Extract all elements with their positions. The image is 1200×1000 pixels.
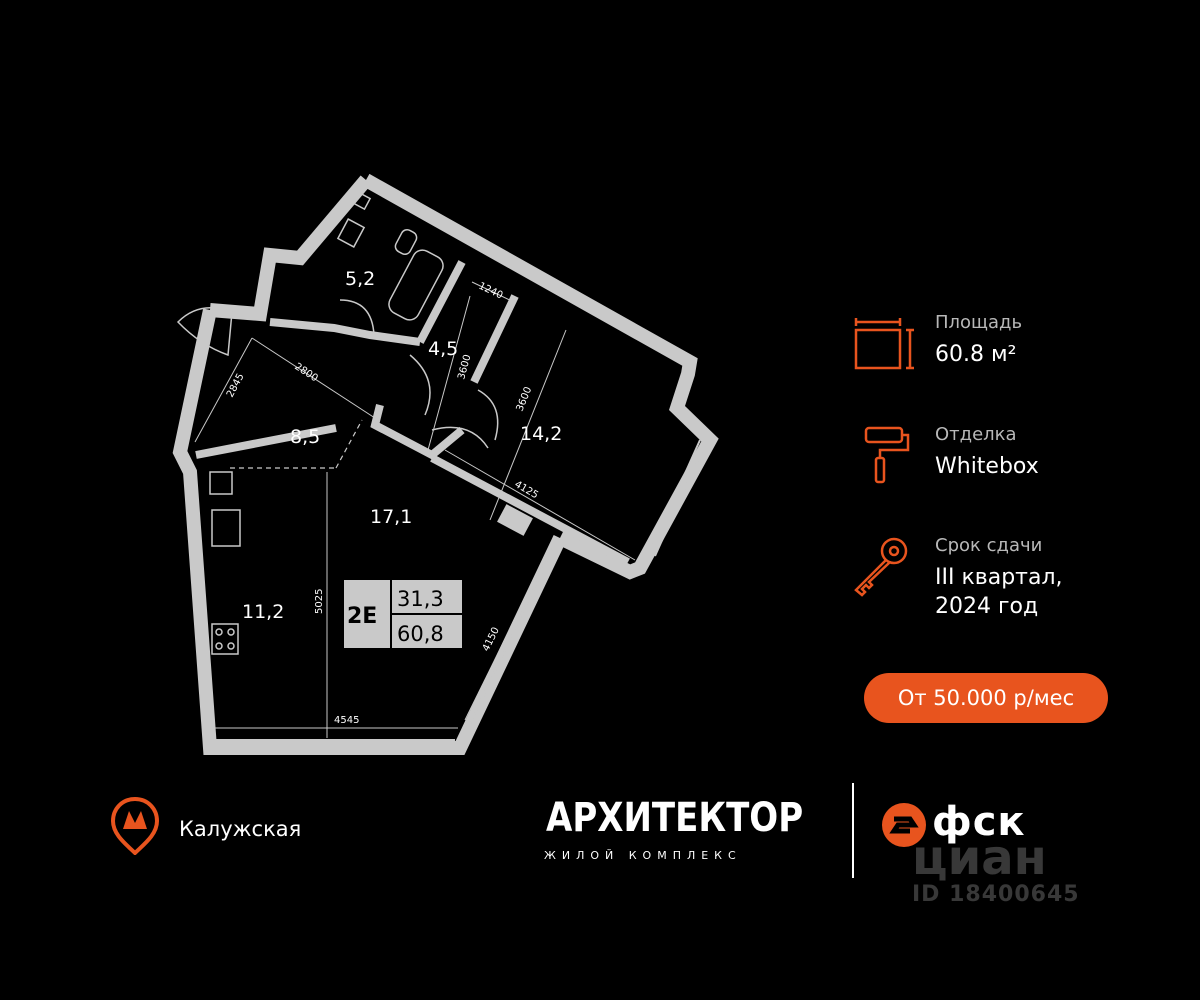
- dim-label: 2845: [225, 372, 247, 400]
- developer-logo: фск: [880, 795, 1070, 855]
- complex-subtitle: ЖИЛОЙ КОМПЛЕКС: [544, 849, 742, 862]
- dim-label: 4150: [481, 626, 502, 654]
- dim-label: 3600: [456, 353, 473, 380]
- finish-value: Whitebox: [935, 454, 1039, 479]
- zone-dividers: [230, 419, 363, 469]
- deadline-value: III квартал, 2024 год: [935, 563, 1063, 621]
- developer-logo-icon: [882, 803, 926, 847]
- finish-info: Отделка Whitebox: [850, 424, 1180, 488]
- area-frame-icon: [854, 318, 914, 370]
- dim-label: 4125: [513, 479, 541, 501]
- room-bath2-area: 4,5: [428, 338, 458, 360]
- dim-label: 3600: [515, 385, 535, 413]
- deadline-info: Срок сдачи III квартал, 2024 год: [850, 535, 1180, 635]
- deadline-label: Срок сдачи: [935, 535, 1043, 556]
- price-button[interactable]: От 50.000 р/мес: [864, 673, 1108, 723]
- room-bedroom-area: 14,2: [520, 423, 562, 445]
- paint-roller-icon: [864, 426, 910, 484]
- dim-label: 2800: [292, 361, 319, 384]
- windows: [215, 439, 706, 745]
- metro-station-name: Калужская: [179, 817, 302, 841]
- developer-name: фск: [932, 799, 1026, 845]
- room-hall-area: 8,5: [290, 426, 320, 448]
- dim-label: 4545: [334, 715, 359, 726]
- watermark-site: циан: [912, 830, 1047, 886]
- deadline-year: 2024 год: [935, 594, 1039, 619]
- fixtures: [209, 191, 444, 655]
- room-living-area: 17,1: [370, 506, 412, 528]
- room-kitchen-area: 11,2: [242, 601, 284, 623]
- finish-label: Отделка: [935, 424, 1017, 445]
- dimension-lines: [194, 281, 636, 738]
- balcony-door: [340, 740, 376, 752]
- dim-label: 5025: [314, 589, 325, 614]
- area-label: Площадь: [935, 312, 1023, 333]
- metro-icon: [110, 796, 160, 855]
- walls: [172, 173, 719, 755]
- complex-logo: АРХИТЕКТОР ЖИЛОЙ КОМПЛЕКС: [540, 795, 830, 875]
- total-area-value: 60,8: [397, 622, 444, 646]
- room-bath-area: 5,2: [345, 268, 375, 290]
- apartment-type: 2E: [347, 604, 377, 629]
- living-area-value: 31,3: [397, 587, 444, 611]
- doors: [176, 299, 499, 449]
- brand-divider: [852, 783, 854, 878]
- watermark-id: ID 18400645: [912, 882, 1080, 907]
- inner-walls: [195, 260, 630, 566]
- area-value: 60.8 м²: [935, 342, 1017, 367]
- area-info: Площадь 60.8 м²: [850, 312, 1180, 376]
- complex-name: АРХИТЕКТОР: [546, 795, 804, 841]
- key-icon: [854, 537, 908, 597]
- deadline-quarter: III квартал,: [935, 565, 1063, 590]
- apartment-badge: 2E 31,3 60,8: [344, 580, 462, 648]
- dim-label: 1240: [477, 281, 505, 302]
